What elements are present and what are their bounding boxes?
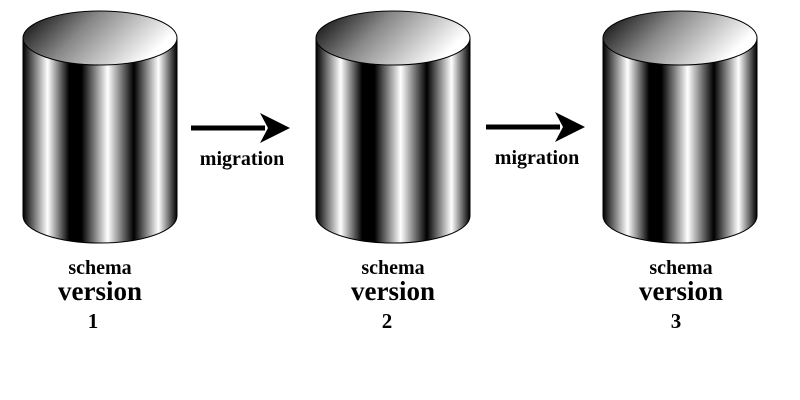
- migration-label-1: migration: [200, 148, 284, 170]
- database-cylinder-3: [602, 10, 758, 244]
- database-label-line3: 2: [382, 309, 393, 333]
- database-label-line2: version: [58, 276, 142, 306]
- database-cylinder-1: [22, 10, 178, 244]
- database-label-line2: version: [639, 276, 723, 306]
- database-label-3: schema version 3: [639, 257, 723, 333]
- migration-arrow-2: migration: [486, 112, 585, 169]
- database-label-line1: schema: [649, 257, 712, 279]
- database-label-line2: version: [351, 276, 435, 306]
- database-label-line1: schema: [361, 257, 424, 279]
- database-label-1: schema version 1: [58, 257, 142, 333]
- database-label-2: schema version 2: [351, 257, 435, 333]
- database-label-line3: 1: [88, 309, 99, 333]
- migration-arrow-1: migration: [191, 113, 290, 170]
- database-label-line1: schema: [68, 257, 131, 279]
- database-label-line3: 3: [671, 309, 682, 333]
- migration-label-2: migration: [495, 147, 579, 169]
- database-cylinder-2: [315, 10, 471, 244]
